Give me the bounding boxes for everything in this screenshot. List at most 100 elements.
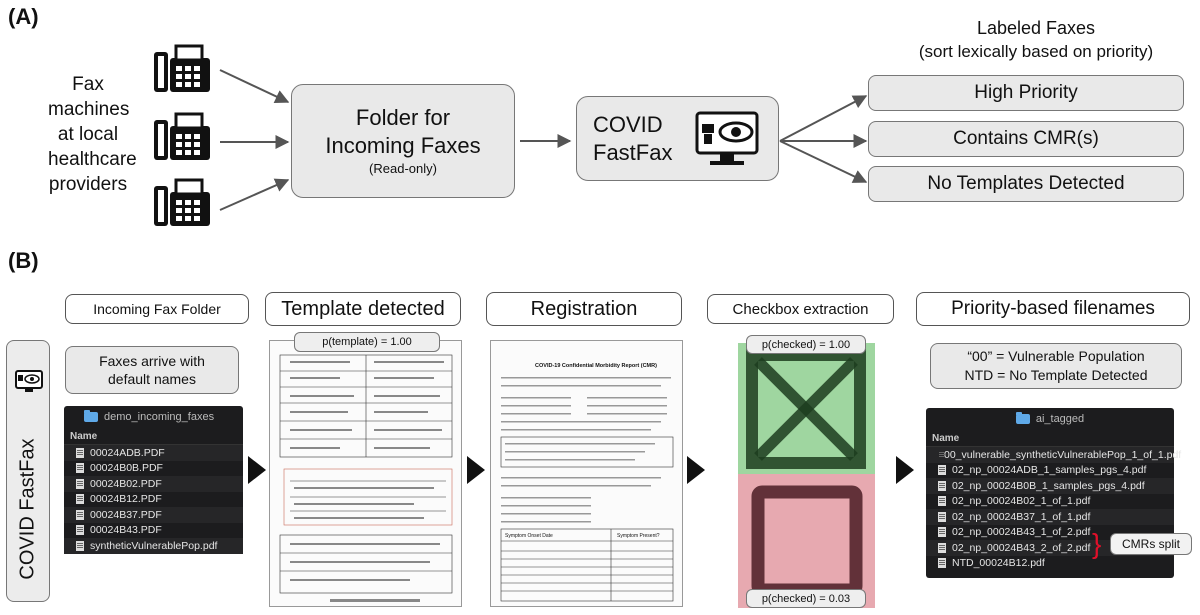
labeled-title-line2: (sort lexically based on priority): [918, 42, 1154, 61]
file-row[interactable]: 00024B37.PDF: [64, 507, 243, 523]
stage-priority: Priority-based filenames: [916, 292, 1190, 326]
pdf-file-icon: [76, 494, 84, 505]
sources-line: at local: [57, 124, 119, 145]
registration-doc-title: COVID-19 Confidential Morbidity Report (…: [535, 363, 657, 369]
file-row[interactable]: 00024B43.PDF: [64, 523, 243, 539]
folder-name: demo_incoming_faxes: [104, 411, 215, 423]
checked-box-crop: [738, 343, 875, 474]
file-row[interactable]: 02_np_00024B37_1_of_1.pdf: [926, 509, 1174, 525]
incoming-folder-window: demo_incoming_faxes Name 00024ADB.PDF 000…: [64, 406, 243, 554]
fastfax-side-box: COVID FastFax: [6, 340, 50, 602]
flow-arrow-icon: [467, 456, 485, 484]
stage-registration: Registration: [486, 292, 682, 326]
arrive-note: Faxes arrive with default names: [65, 346, 239, 394]
file-name: 02_np_00024ADB_1_samples_pgs_4.pdf: [952, 464, 1147, 477]
pdf-file-icon: [938, 480, 946, 491]
unchecked-box-crop: [738, 474, 875, 608]
unchecked-checkbox-icon: [751, 485, 863, 597]
pdf-file-icon: [938, 542, 946, 553]
file-name: 02_np_00024B43_2_of_2.pdf: [952, 541, 1091, 554]
file-name: 00024B0B.PDF: [90, 462, 163, 475]
checked-checkbox-icon: [746, 349, 866, 469]
file-row[interactable]: 02_np_00024B02_1_of_1.pdf: [926, 494, 1174, 510]
pdf-file-icon: [76, 447, 84, 458]
filename-legend: “00” = Vulnerable Population NTD = No Te…: [930, 343, 1182, 389]
file-name: 00024B43.PDF: [90, 524, 162, 537]
flow-arrow-icon: [896, 456, 914, 484]
folder-box-line2: Incoming Faxes: [325, 133, 481, 158]
arrive-line2: default names: [108, 371, 196, 387]
monitor-eye-icon: [15, 370, 43, 392]
covid-box-line1: COVID: [593, 111, 663, 137]
cmr-split-note: CMRs split: [1110, 533, 1192, 555]
side-label: COVID FastFax: [16, 438, 39, 580]
file-row[interactable]: 00024B0B.PDF: [64, 461, 243, 477]
file-row[interactable]: 00024B02.PDF: [64, 476, 243, 492]
file-row[interactable]: 00024ADB.PDF: [64, 445, 243, 461]
arrow: [779, 140, 868, 183]
file-name: 00024B02.PDF: [90, 477, 162, 490]
sources-line: providers: [48, 174, 128, 195]
sources-line: Fax: [72, 74, 104, 95]
symptom-present-header: Symptom Present?: [617, 533, 660, 539]
name-column-header: Name: [926, 430, 1174, 447]
sources-text: Fax machines at local healthcare provide…: [48, 72, 137, 197]
folder-icon: [84, 410, 98, 422]
sources-line: healthcare: [48, 149, 137, 170]
arrow: [779, 95, 868, 142]
pdf-file-icon: [938, 511, 946, 522]
legend-line2: NTD = No Template Detected: [964, 367, 1148, 383]
file-name: 02_np_00024B37_1_of_1.pdf: [952, 510, 1091, 523]
stage-checkbox: Checkbox extraction: [707, 294, 894, 324]
monitor-eye-icon: [695, 111, 759, 165]
file-name: 02_np_00024B43_1_of_2.pdf: [952, 526, 1091, 539]
pdf-file-icon: [938, 527, 946, 538]
rotated-form-lines: [279, 354, 453, 602]
file-name: 00_vulnerable_syntheticVulnerablePop_1_o…: [944, 448, 1182, 461]
folder-header: demo_incoming_faxes: [64, 406, 243, 428]
file-row[interactable]: 02_np_00024ADB_1_samples_pgs_4.pdf: [926, 463, 1174, 479]
registration-fax-image: COVID-19 Confidential Morbidity Report (…: [490, 340, 683, 607]
registration-form-lines: [500, 377, 674, 602]
flow-arrow-icon: [687, 456, 705, 484]
labeled-title-line1: Labeled Faxes: [976, 18, 1096, 38]
pdf-file-icon: [938, 558, 946, 569]
flow-arrow-icon: [248, 456, 266, 484]
legend-line1: “00” = Vulnerable Population: [967, 348, 1145, 364]
arrow: [219, 178, 290, 211]
panel-b-label: (B): [8, 248, 39, 273]
panel-a-label: (A): [8, 4, 39, 29]
file-row[interactable]: 00_vulnerable_syntheticVulnerablePop_1_o…: [926, 447, 1181, 463]
sources-line: machines: [48, 99, 130, 120]
file-row[interactable]: 02_np_00024B43_1_of_2.pdf: [926, 525, 1174, 541]
name-column-header: Name: [64, 428, 243, 445]
file-name: syntheticVulnerablePop.pdf: [90, 539, 218, 552]
file-row[interactable]: syntheticVulnerablePop.pdf: [64, 538, 243, 554]
pdf-file-icon: [76, 478, 84, 489]
file-name: 00024ADB.PDF: [90, 446, 165, 459]
pdf-file-icon: [76, 525, 84, 536]
file-name: 00024B37.PDF: [90, 508, 162, 521]
label-high-priority: High Priority: [868, 75, 1184, 111]
stage-template: Template detected: [265, 292, 461, 326]
file-row[interactable]: 00024B12.PDF: [64, 492, 243, 508]
folder-icon: [1015, 412, 1030, 424]
covid-box-line2: FastFax: [593, 139, 673, 165]
template-fax-image: [269, 340, 462, 607]
file-row[interactable]: 02_np_00024B0B_1_samples_pgs_4.pdf: [926, 478, 1174, 494]
folder-name: ai_tagged: [1035, 413, 1085, 425]
file-name: NTD_00024B12.pdf: [952, 557, 1045, 570]
folder-box-sub: (Read-only): [369, 161, 437, 176]
pdf-file-icon: [76, 540, 84, 551]
checked-probability-low: p(checked) = 0.03: [746, 589, 866, 608]
template-probability: p(template) = 1.00: [294, 332, 440, 352]
file-name: 02_np_00024B02_1_of_1.pdf: [952, 495, 1091, 508]
incoming-folder-box: Folder for Incoming Faxes (Read-only): [291, 84, 515, 198]
arrive-line1: Faxes arrive with: [99, 353, 205, 369]
panel-a-arrows: [219, 69, 868, 211]
file-name: 02_np_00024B0B_1_samples_pgs_4.pdf: [952, 479, 1145, 492]
folder-header: ai_tagged: [926, 408, 1174, 430]
file-row[interactable]: NTD_00024B12.pdf: [926, 556, 1174, 572]
covid-fastfax-box: COVID FastFax: [576, 96, 779, 181]
cmr-brace-icon: }: [1092, 528, 1102, 559]
